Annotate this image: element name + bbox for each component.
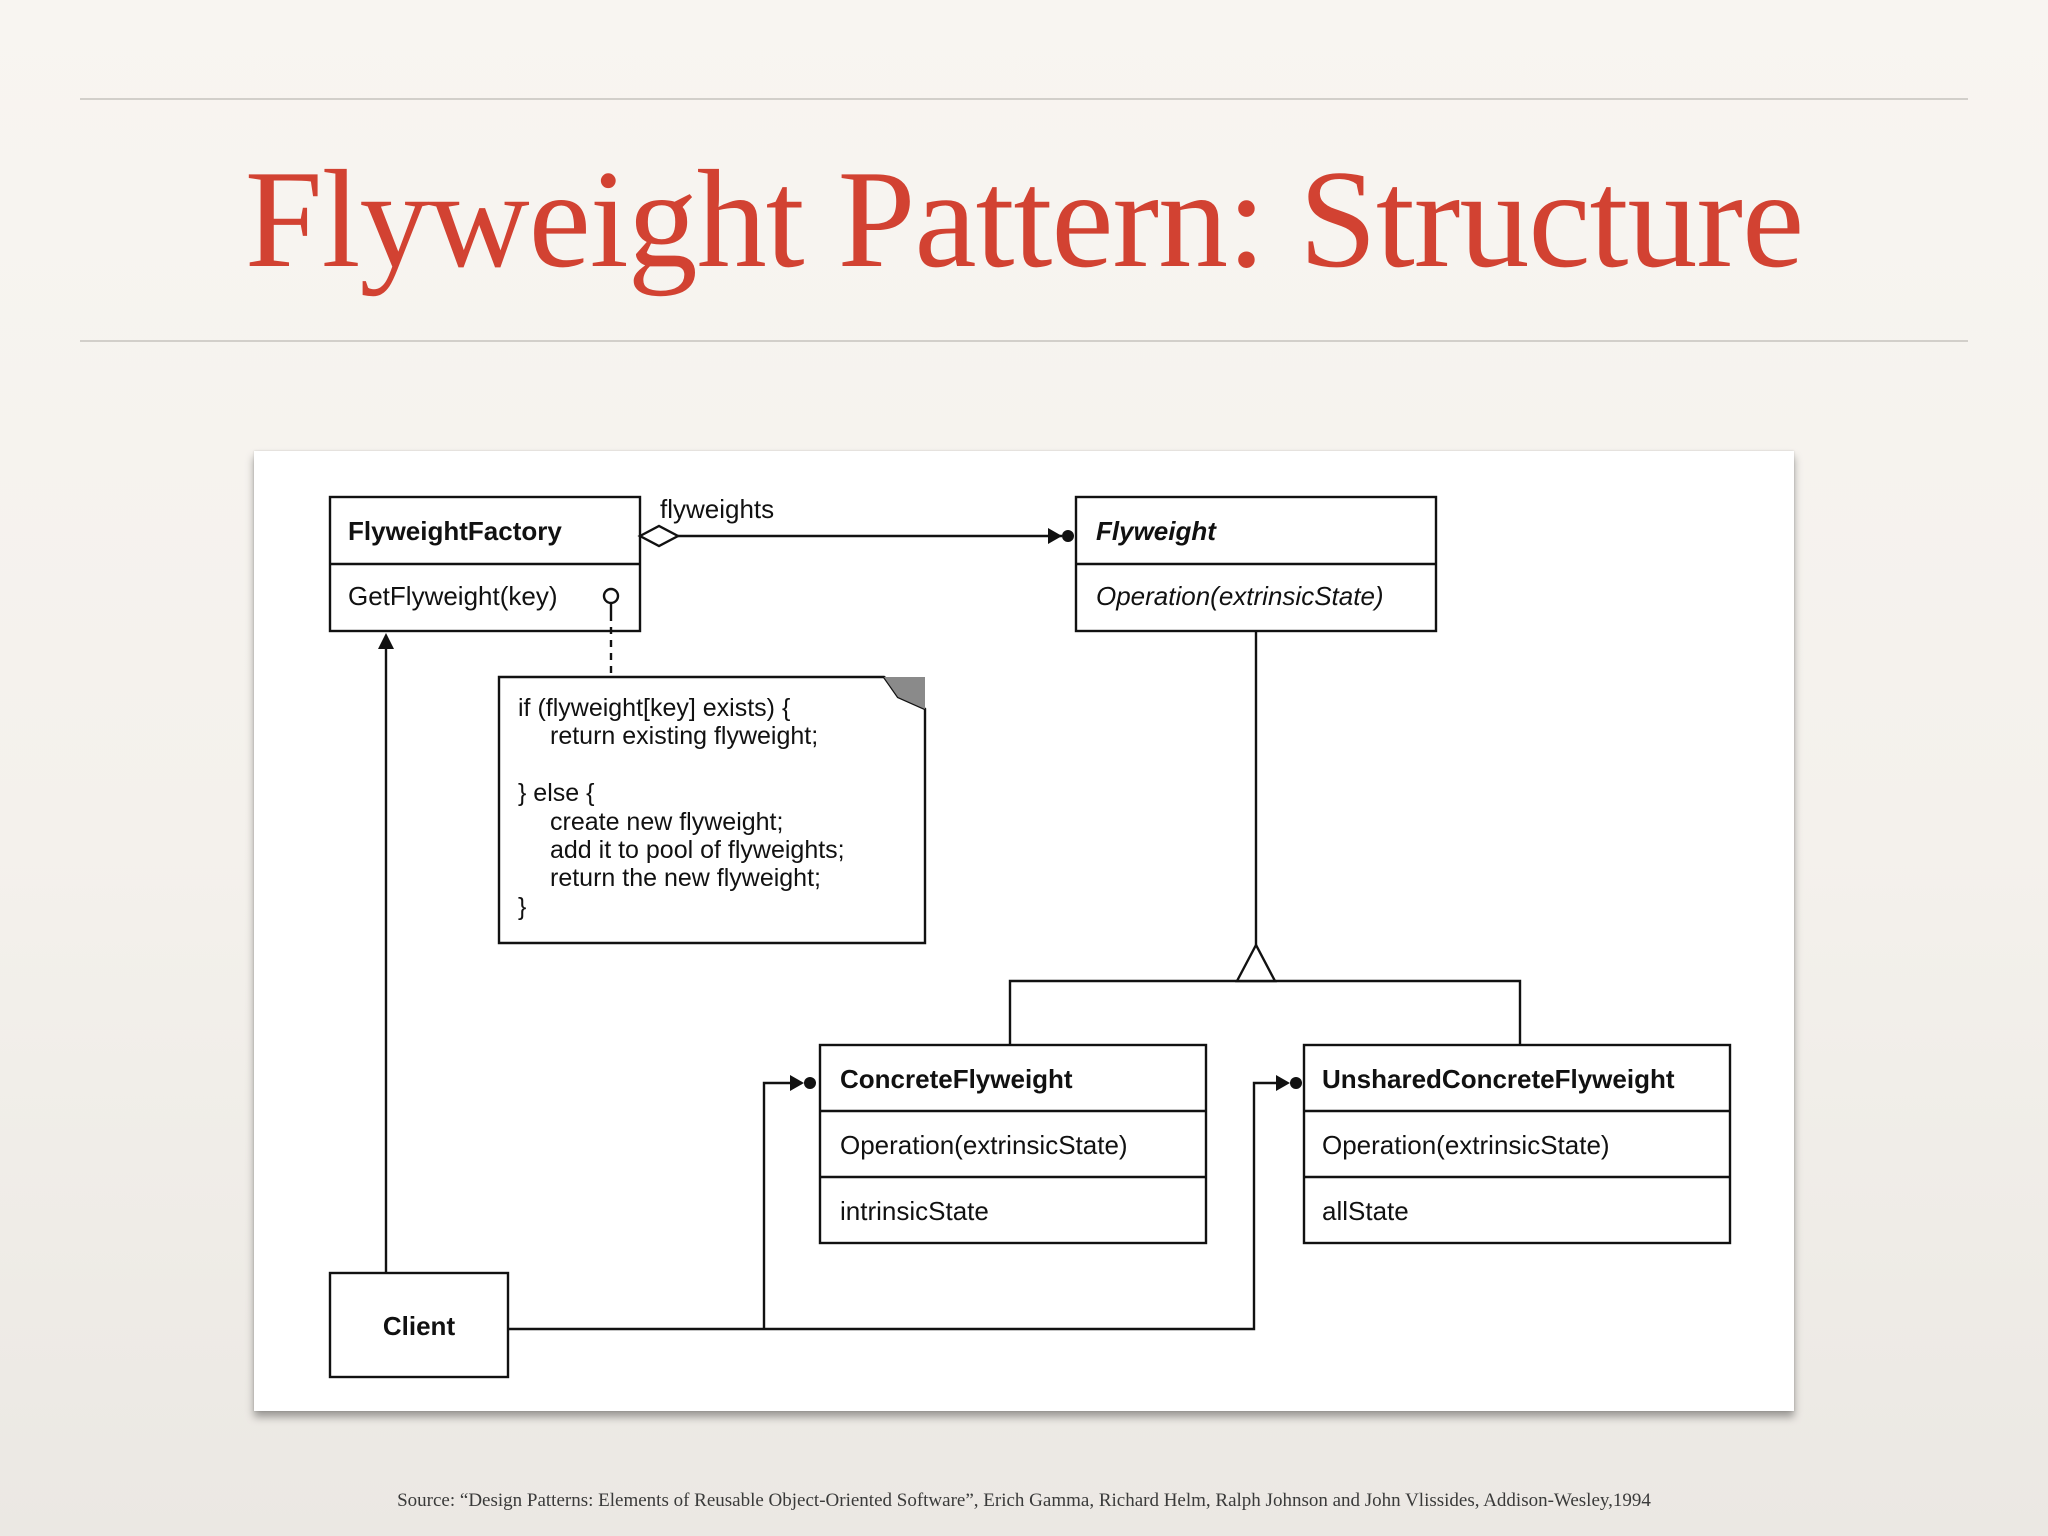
inheritance-branches xyxy=(1008,979,1522,1045)
note-anchor-circle xyxy=(602,587,620,605)
note-line-4: create new flyweight; xyxy=(550,808,783,836)
flyweight-multiplicity-dot-icon xyxy=(1062,530,1074,542)
note-line-3: } else { xyxy=(518,779,594,807)
flyweight-name: Flyweight xyxy=(1096,516,1217,546)
client-concrete-line xyxy=(762,1081,802,1329)
unshared-multiplicity-dot-icon xyxy=(1290,1077,1302,1089)
note-line-6: return the new flyweight; xyxy=(550,864,821,892)
top-divider xyxy=(80,98,1968,100)
note-line-2: return existing flyweight; xyxy=(550,722,818,750)
concrete-flyweight-name: ConcreteFlyweight xyxy=(840,1064,1073,1094)
concrete-flyweight-operation: Operation(extrinsicState) xyxy=(840,1130,1128,1160)
unshared-arrowhead-icon xyxy=(1276,1075,1290,1091)
source-citation: Source: “Design Patterns: Elements of Re… xyxy=(397,1490,1651,1511)
concrete-arrowhead-icon xyxy=(790,1075,804,1091)
slide-title: Flyweight Pattern: Structure xyxy=(244,142,1804,297)
unshared-concrete-flyweight-operation: Operation(extrinsicState) xyxy=(1322,1130,1610,1160)
flyweight-arrowhead-icon xyxy=(1048,528,1062,544)
association-label: flyweights xyxy=(660,494,774,524)
flyweight-operation: Operation(extrinsicState) xyxy=(1096,581,1384,611)
concrete-flyweight-attribute: intrinsicState xyxy=(840,1196,989,1226)
client-name: Client xyxy=(383,1311,456,1341)
unshared-concrete-flyweight-name: UnsharedConcreteFlyweight xyxy=(1322,1064,1675,1094)
note-line-7: } xyxy=(518,893,526,921)
uml-diagram-figure: FlyweightFactory GetFlyweight(key) flywe… xyxy=(254,451,1794,1411)
unshared-concrete-flyweight-box xyxy=(1302,1043,1732,1245)
unshared-concrete-flyweight-attribute: allState xyxy=(1322,1196,1409,1226)
flyweight-factory-name: FlyweightFactory xyxy=(348,516,562,546)
uml-class-diagram: FlyweightFactory GetFlyweight(key) flywe… xyxy=(328,494,1732,1379)
client-box xyxy=(328,1271,510,1379)
inheritance-triangle-icon xyxy=(1235,942,1277,983)
note-line-5: add it to pool of flyweights; xyxy=(550,836,845,864)
title-divider xyxy=(80,340,1968,342)
note-line-1: if (flyweight[key] exists) { xyxy=(518,694,790,722)
note-corner-fold-icon xyxy=(884,677,925,709)
concrete-flyweight-box xyxy=(818,1043,1208,1245)
client-unshared-line xyxy=(508,1081,1286,1331)
flyweight-factory-operation: GetFlyweight(key) xyxy=(348,581,558,611)
implementation-note-box xyxy=(497,675,927,945)
concrete-multiplicity-dot-icon xyxy=(804,1077,816,1089)
client-factory-arrowhead-icon xyxy=(378,633,394,649)
aggregation-diamond-icon xyxy=(637,524,681,548)
